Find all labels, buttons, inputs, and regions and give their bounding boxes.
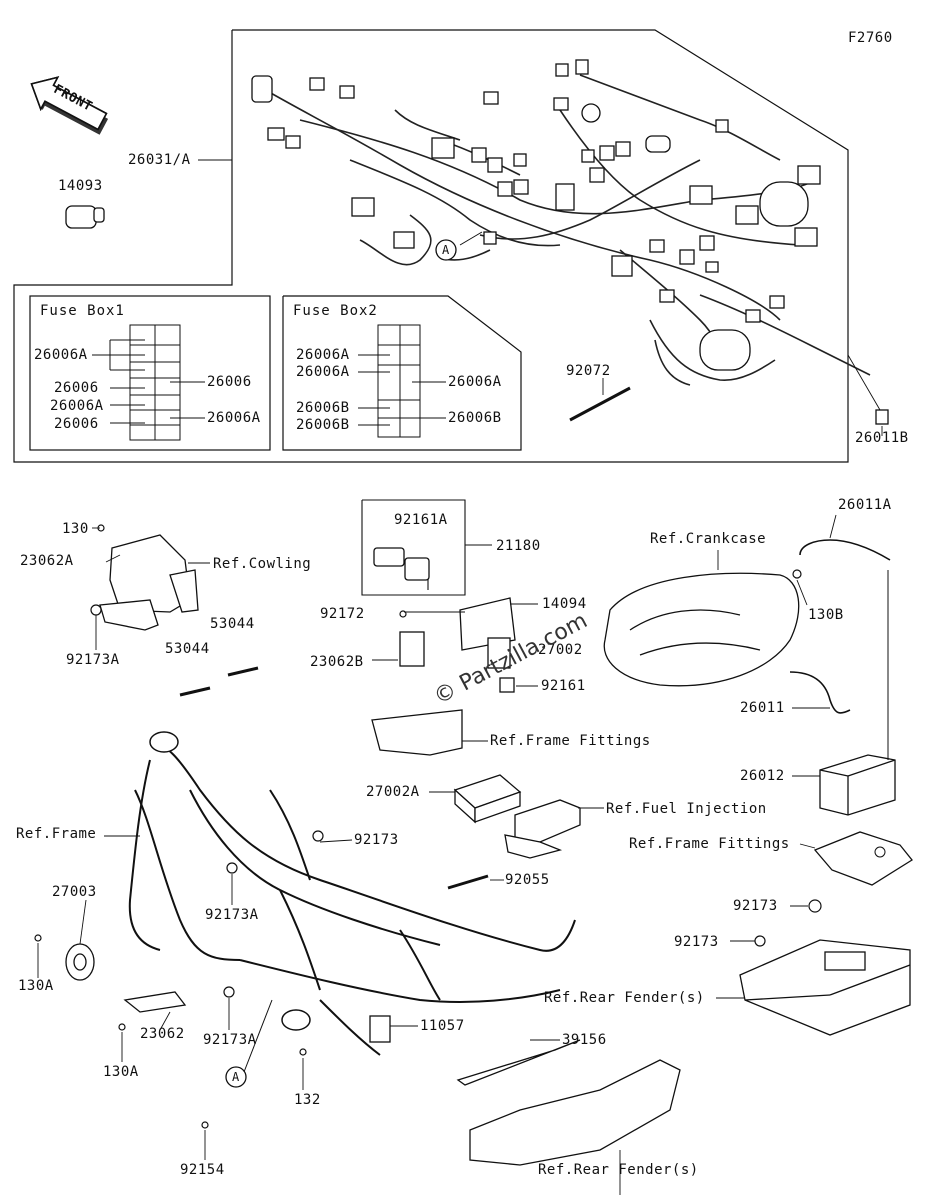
- harness-box-outline: [13, 29, 849, 463]
- fuse-box-1-left-4: 26006: [54, 416, 99, 432]
- part-label-21180: 21180: [496, 538, 541, 554]
- part-label-23062: 23062: [140, 1026, 185, 1042]
- relay-parts: [371, 547, 516, 756]
- fuse-box-2-left-2: 26006A: [296, 364, 350, 380]
- fuse-box-2-right-1: 26006A: [448, 374, 502, 390]
- part-label-53044-1: 53044: [165, 641, 210, 657]
- fuse-box-1-right-2: 26006A: [207, 410, 261, 426]
- part-53044-rod-2: [227, 666, 259, 677]
- part-label-92173-3: 92173: [674, 934, 719, 950]
- ref-frame: Ref.Frame: [16, 826, 97, 842]
- fuse-box-2-right-2: 26006B: [448, 410, 502, 426]
- ref-frame-fittings-1: Ref.Frame Fittings: [490, 733, 651, 749]
- clamp-11057-icon: [369, 1015, 391, 1043]
- front-arrow-icon: [30, 76, 109, 135]
- fuse-box-2-frame: [282, 295, 522, 451]
- ref-fuel-injection: Ref.Fuel Injection: [606, 801, 767, 817]
- part-label-23062A: 23062A: [20, 553, 74, 569]
- part-label-53044-2: 53044: [210, 616, 255, 632]
- part-label-14094: 14094: [542, 596, 587, 612]
- part-92072-tie-icon: [569, 386, 631, 422]
- ref-rear-fender-1: Ref.Rear Fender(s): [544, 990, 705, 1006]
- part-label-130A-2: 130A: [103, 1064, 139, 1080]
- cable-26011: [789, 671, 851, 714]
- part-label-27002A: 27002A: [366, 784, 420, 800]
- ecu-27002A-icon: [453, 774, 522, 824]
- frame-head: [149, 731, 311, 1031]
- circle-ref-a-top: A: [442, 243, 450, 257]
- part-label-92173A-1: 92173A: [66, 652, 120, 668]
- part-label-132: 132: [294, 1092, 321, 1108]
- fuse-box-1-left-3: 26006A: [50, 398, 104, 414]
- figure-code: F2760: [848, 30, 893, 46]
- ref-rear-fender-2: Ref.Rear Fender(s): [538, 1162, 699, 1178]
- part-label-92172: 92172: [320, 606, 365, 622]
- circle-ref-a-icon: [225, 239, 457, 1088]
- part-label-11057: 11057: [420, 1018, 465, 1034]
- part-label-92173A-3: 92173A: [203, 1032, 257, 1048]
- part-label-39156: 39156: [562, 1032, 607, 1048]
- part-label-92161: 92161: [541, 678, 586, 694]
- part-92055-icon: [447, 874, 489, 890]
- part-label-27002: 27002: [538, 642, 583, 658]
- part-label-26011A: 26011A: [838, 497, 892, 513]
- part-label-92055: 92055: [505, 872, 550, 888]
- fuse-box-2-drawing: [358, 324, 446, 438]
- part-label-92154: 92154: [180, 1162, 225, 1178]
- battery-26012-icon: [819, 754, 896, 816]
- frame-fittings-plate: [813, 831, 913, 886]
- cable-26011A: [799, 539, 891, 561]
- part-label-26012: 26012: [740, 768, 785, 784]
- part-14093-cap-icon: [65, 205, 105, 229]
- ref-cowling: Ref.Cowling: [213, 556, 312, 572]
- frame-drawing: [128, 743, 576, 1056]
- part-53044-rod-1: [179, 686, 211, 697]
- circle-ref-a-bottom: A: [232, 1070, 240, 1084]
- fuse-box-1-right-1: 26006: [207, 374, 252, 390]
- fuse-box-2-left-1: 26006A: [296, 347, 350, 363]
- bolt-icons: [34, 524, 822, 1129]
- part-label-26011B: 26011B: [855, 430, 909, 446]
- part-label-92161A: 92161A: [394, 512, 448, 528]
- part-label-92173A-2: 92173A: [205, 907, 259, 923]
- part-label-23062B: 23062B: [310, 654, 364, 670]
- rear-fender-tray: [739, 939, 911, 1036]
- part-label-27003: 27003: [52, 884, 97, 900]
- fuse-box-1-left-1: 26006A: [34, 347, 88, 363]
- cowling-bracket-drawing: [99, 534, 199, 631]
- fuse-box-2-title: Fuse Box2: [293, 303, 378, 319]
- fuse-box-2-left-4: 26006B: [296, 417, 350, 433]
- crankcase-drawing: [603, 572, 800, 687]
- fuse-box-1-title: Fuse Box1: [40, 303, 125, 319]
- part-label-14093: 14093: [58, 178, 103, 194]
- part-label-130B: 130B: [808, 607, 844, 623]
- part-label-130A-1: 130A: [18, 978, 54, 994]
- part-label-92173-1: 92173: [354, 832, 399, 848]
- leader-lines: [37, 159, 883, 1195]
- fuse-box-1-drawing: [92, 324, 205, 441]
- part-label-26011: 26011: [740, 700, 785, 716]
- ref-crankcase: Ref.Crankcase: [650, 531, 767, 547]
- harness-connectors: [251, 59, 889, 425]
- part-label-130: 130: [62, 521, 89, 537]
- part-label-26031A: 26031/A: [128, 152, 191, 168]
- part-label-92072: 92072: [566, 363, 611, 379]
- fuel-injection-bracket: [504, 799, 581, 859]
- wiring-harness: [261, 74, 871, 386]
- part-label-92173-2: 92173: [733, 898, 778, 914]
- bracket-23062-icon: [123, 991, 187, 1013]
- fuse-box-2-left-3: 26006B: [296, 400, 350, 416]
- horn-27003-icon: [65, 943, 95, 981]
- ref-frame-fittings-2: Ref.Frame Fittings: [629, 836, 790, 852]
- fuse-box-1-frame: [29, 295, 271, 451]
- rear-fender-lower: [456, 1039, 681, 1166]
- relay-box-outline: [361, 499, 466, 596]
- fuse-box-1-left-2: 26006: [54, 380, 99, 396]
